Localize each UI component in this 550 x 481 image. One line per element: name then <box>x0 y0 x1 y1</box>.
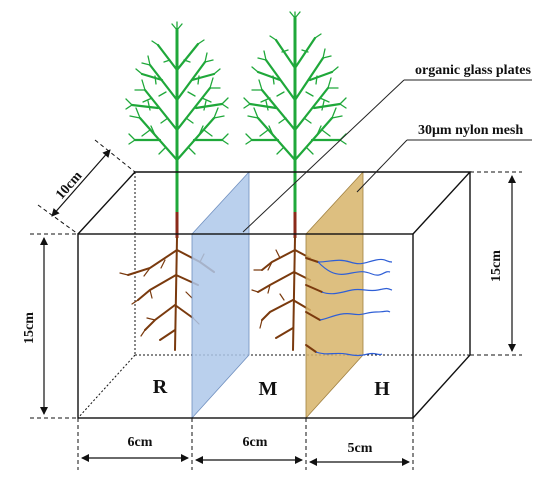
mesh-root-segments <box>305 257 323 353</box>
depth-label: 10cm <box>53 169 85 203</box>
mesh-callout-label: 30μm nylon mesh <box>418 123 523 138</box>
nylon-mesh-plate <box>305 170 364 420</box>
zone-r-label: R <box>153 376 168 398</box>
hyphae <box>315 258 393 357</box>
left-plant-canopy <box>125 21 229 214</box>
organic-glass-plate <box>191 170 250 420</box>
height-right-dimension: 15cm <box>470 171 522 356</box>
height-left-dimension: 15cm <box>22 233 78 419</box>
right-plant-canopy <box>243 11 347 214</box>
height-left-label: 15cm <box>22 312 37 344</box>
height-right-label: 15cm <box>489 250 504 282</box>
width-r-label: 6cm <box>128 435 153 450</box>
right-plant <box>243 11 347 351</box>
width-m-label: 6cm <box>243 435 268 450</box>
right-plant-roots <box>251 237 311 351</box>
plates-callout: organic glass plates <box>242 63 532 233</box>
zone-h-label: H <box>374 378 390 400</box>
width-dimensions: 6cm 6cm 5cm <box>77 418 414 470</box>
mesh-callout: 30μm nylon mesh <box>356 123 532 193</box>
box-hidden-edges <box>77 172 470 419</box>
width-h-label: 5cm <box>348 441 373 456</box>
zone-m-label: M <box>259 378 278 400</box>
plates-callout-label: organic glass plates <box>415 63 531 78</box>
